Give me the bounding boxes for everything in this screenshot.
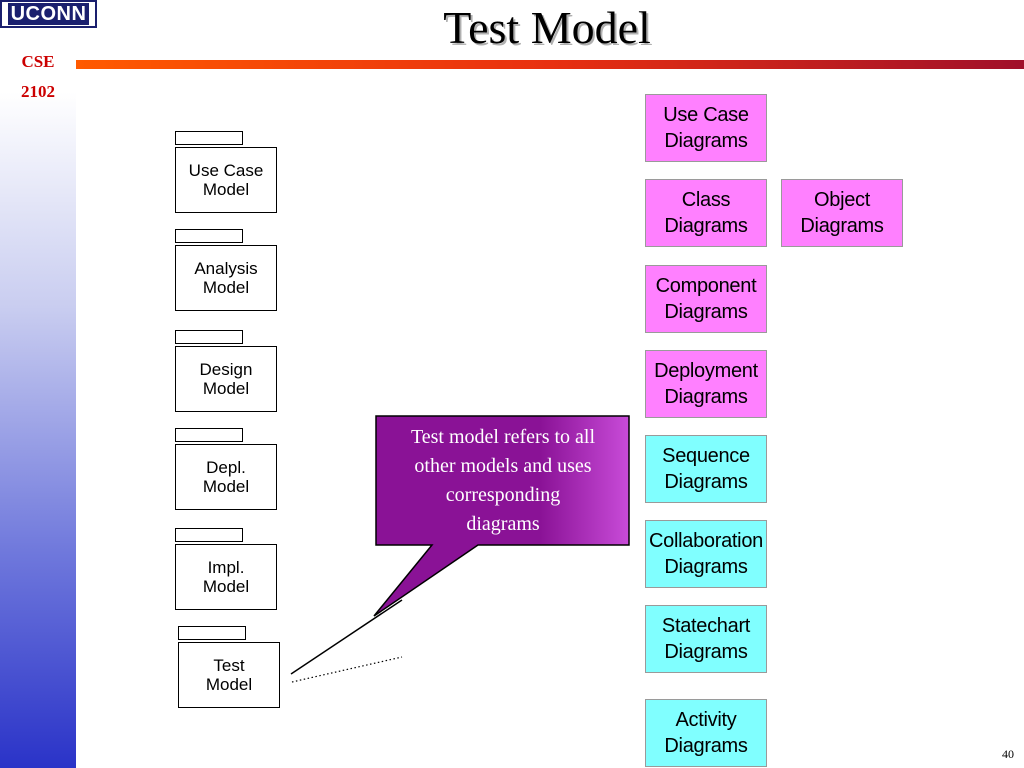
analysis-model-package: Analysis Model — [175, 245, 277, 311]
use-case-model-package: Use Case Model — [175, 147, 277, 213]
activity-diagrams-box: Activity Diagrams — [645, 699, 767, 767]
package-tab — [175, 330, 243, 344]
callout-text: Test model refers to all other models an… — [410, 426, 596, 535]
package-tab — [175, 131, 243, 145]
title-rule — [76, 60, 1024, 69]
implementation-model-package: Impl. Model — [175, 544, 277, 610]
package-tab — [178, 626, 246, 640]
sequence-diagrams-box: Sequence Diagrams — [645, 435, 767, 503]
connector-line-dotted — [291, 656, 403, 683]
course-number: 2102 — [21, 82, 55, 101]
deployment-model-package: Depl. Model — [175, 444, 277, 510]
component-diagrams-box: Component Diagrams — [645, 265, 767, 333]
design-model-package: Design Model — [175, 346, 277, 412]
uconn-logo: UCONN — [0, 0, 97, 28]
object-diagrams-box: Object Diagrams — [781, 179, 903, 247]
course-code: CSE — [21, 52, 55, 71]
logo-text: UCONN — [7, 3, 90, 25]
deployment-diagrams-box: Deployment Diagrams — [645, 350, 767, 418]
callout-bubble — [373, 415, 630, 617]
slide-title: Test Model — [443, 2, 651, 53]
class-diagrams-box: Class Diagrams — [645, 179, 767, 247]
statechart-diagrams-box: Statechart Diagrams — [645, 605, 767, 673]
sidebar-gradient — [0, 0, 76, 768]
page-number: 40 — [1002, 747, 1014, 761]
use-case-diagrams-box: Use Case Diagrams — [645, 94, 767, 162]
collaboration-diagrams-box: Collaboration Diagrams — [645, 520, 767, 588]
test-model-package: Test Model — [178, 642, 280, 708]
package-tab — [175, 428, 243, 442]
connector-line-solid — [290, 599, 403, 675]
package-tab — [175, 229, 243, 243]
package-tab — [175, 528, 243, 542]
